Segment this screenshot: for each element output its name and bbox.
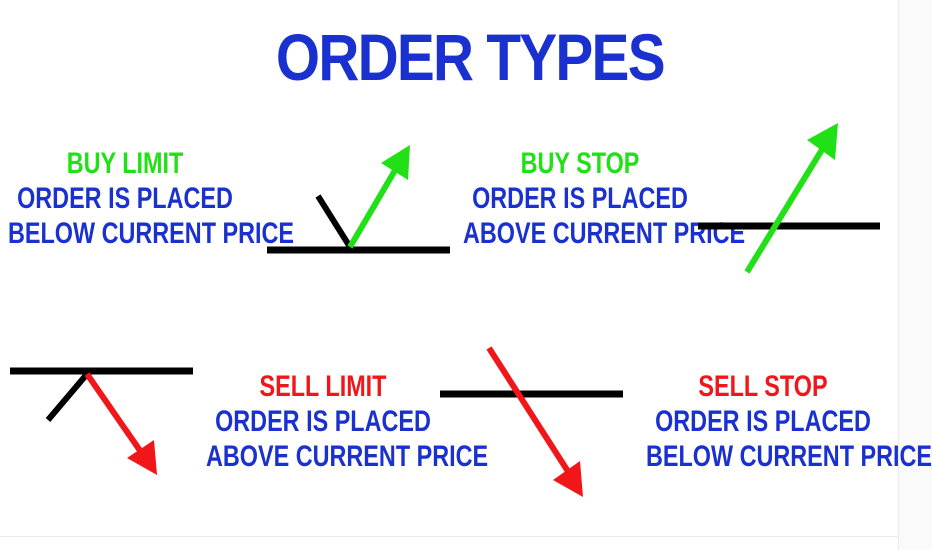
sell-stop-line1: ORDER IS PLACED <box>655 405 871 438</box>
buy-limit-arrowhead <box>381 145 410 180</box>
buy-limit-heading: BUY LIMIT <box>66 147 184 180</box>
right-margin-strip <box>898 0 932 550</box>
sell-stop-graphic <box>440 346 623 497</box>
buy-stop-arrowhead <box>807 123 838 160</box>
sell-limit-pullback-line <box>45 372 90 422</box>
sell-stop-heading: SELL STOP <box>698 370 828 403</box>
buy-stop-heading: BUY STOP <box>520 147 640 180</box>
buy-stop-line1: ORDER IS PLACED <box>472 182 688 215</box>
sell-limit-graphic <box>10 367 193 475</box>
buy-stop-graphic <box>698 123 880 274</box>
buy-limit-line1: ORDER IS PLACED <box>17 182 233 215</box>
sell-stop-arrow-shaft <box>486 346 572 475</box>
buy-limit-pullback-line <box>315 194 353 249</box>
bottom-margin-strip <box>0 536 898 551</box>
buy-stop-arrow-shaft <box>744 146 826 274</box>
sell-stop-label: SELL STOP ORDER IS PLACED BELOW CURRENT … <box>646 369 932 474</box>
sell-limit-heading: SELL LIMIT <box>259 370 387 403</box>
sell-limit-arrowhead <box>127 440 157 475</box>
buy-limit-graphic <box>267 145 450 254</box>
buy-limit-arrow-shaft <box>347 165 400 249</box>
sell-stop-arrowhead <box>553 461 583 497</box>
sell-limit-arrow-shaft <box>84 372 144 454</box>
sell-limit-line1: ORDER IS PLACED <box>215 405 431 438</box>
